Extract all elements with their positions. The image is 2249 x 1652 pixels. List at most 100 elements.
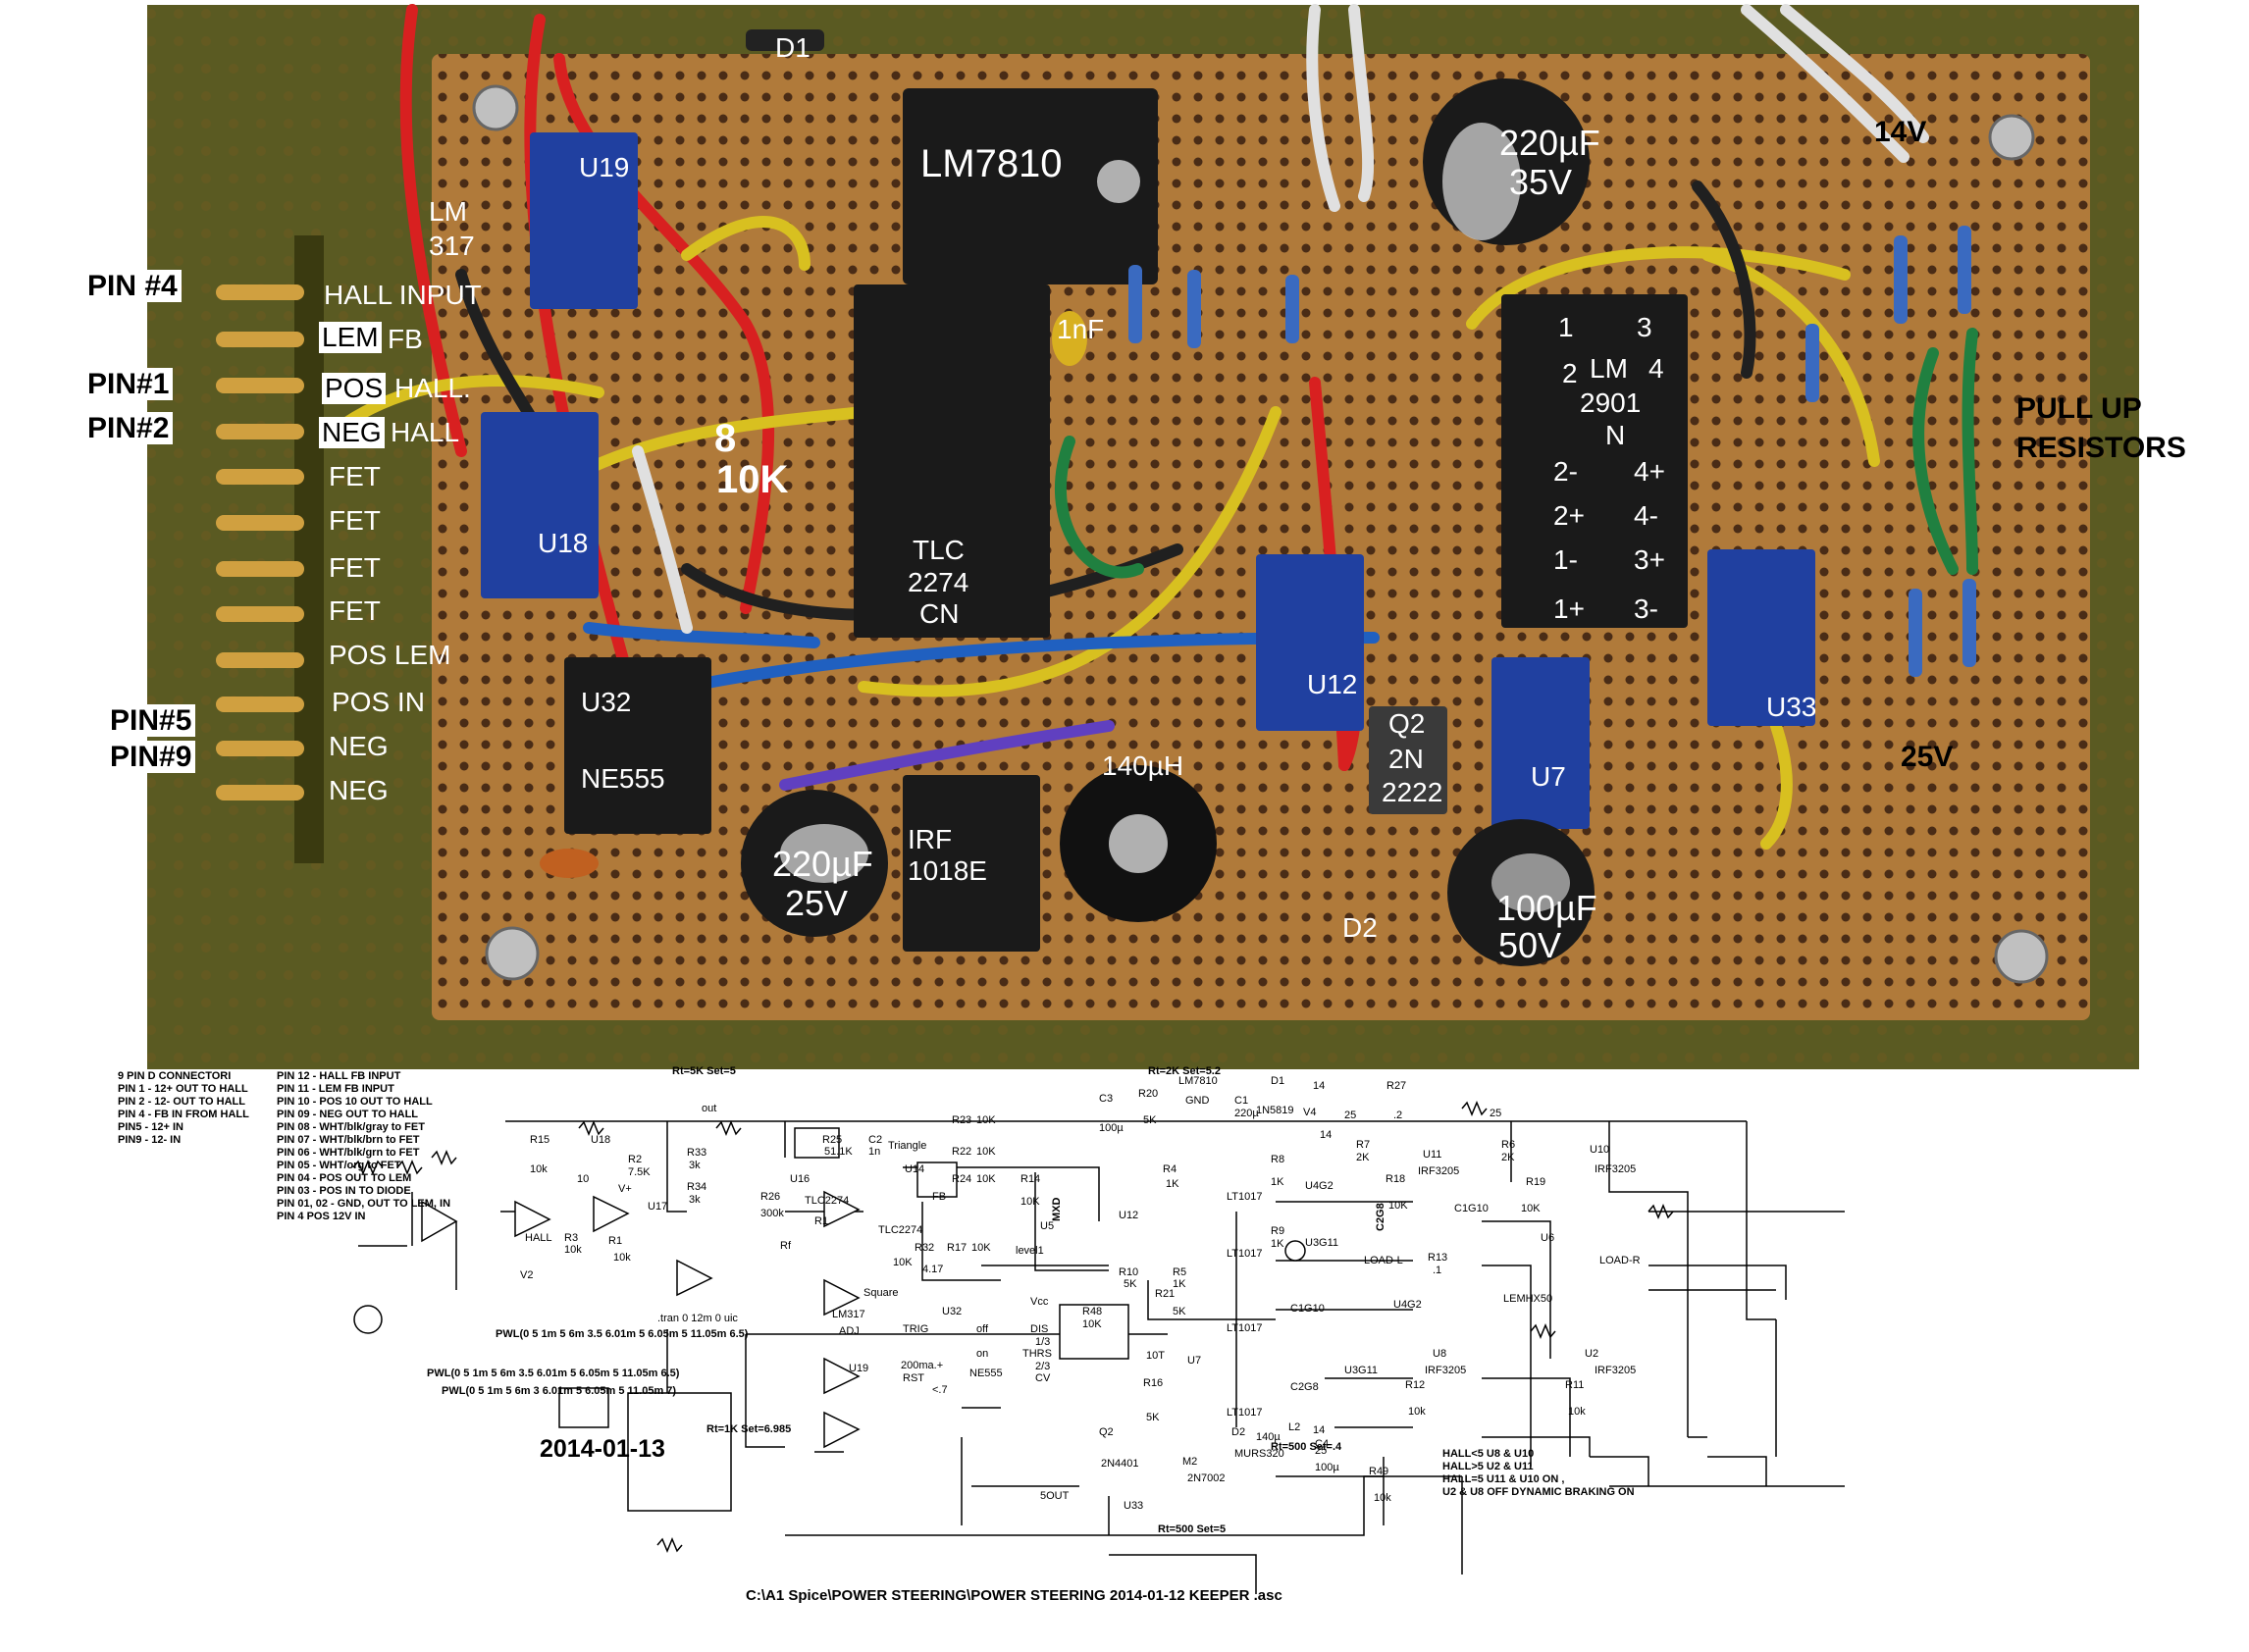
lbl-r15: R15 bbox=[530, 1134, 549, 1146]
u7-label: U7 bbox=[1531, 761, 1566, 792]
d2-label: D2 bbox=[1342, 912, 1378, 943]
rt1k-note: Rt=1K Set=6.985 bbox=[706, 1423, 791, 1435]
lbl-c2g8b: C2G8 bbox=[1290, 1381, 1319, 1393]
lbl-v4: V4 bbox=[1303, 1107, 1316, 1118]
lbl-r19v: 10K bbox=[1521, 1203, 1541, 1214]
lbl-u8: U8 bbox=[1433, 1348, 1446, 1360]
lbl-l2v: 140µ bbox=[1256, 1431, 1281, 1443]
lbl-rf: Rf bbox=[780, 1240, 792, 1252]
lbl-r9: R9 bbox=[1271, 1225, 1284, 1237]
lm2901-lm: LM bbox=[1590, 353, 1628, 384]
lbl-lt1017a: LT1017 bbox=[1227, 1191, 1263, 1203]
lbl-r25: R25 bbox=[822, 1134, 842, 1146]
lbl-trig: TRIG bbox=[903, 1323, 928, 1335]
trimmer-u18 bbox=[481, 412, 599, 598]
lbl-r13: R13 bbox=[1428, 1252, 1447, 1264]
lbl-c3v: 100µ bbox=[1099, 1122, 1124, 1134]
lbl-c1g10: C1G10 bbox=[1454, 1203, 1489, 1214]
lbl-fb: FB bbox=[932, 1191, 946, 1203]
lbl-r26v: 300k bbox=[760, 1208, 784, 1219]
pin-note-2: PIN 10 - POS 10 OUT TO HALL bbox=[277, 1096, 433, 1108]
pos-lem-label: POS LEM bbox=[329, 640, 451, 670]
trimmer-u19 bbox=[530, 132, 638, 309]
lbl-r48v: 10K bbox=[1082, 1318, 1102, 1330]
lbl-thrs: THRS bbox=[1022, 1348, 1052, 1360]
lbl-r18v: 10K bbox=[1388, 1200, 1408, 1212]
lbl-lm317: LM317 bbox=[832, 1309, 865, 1320]
lbl-m2: M2 bbox=[1182, 1456, 1197, 1468]
lbl-u12: U12 bbox=[1119, 1210, 1138, 1221]
irf-label-b: 1018E bbox=[908, 855, 987, 886]
hall-logic-0: HALL<5 U8 & U10 bbox=[1442, 1448, 1534, 1460]
tran-command: .tran 0 12m 0 uic bbox=[657, 1313, 738, 1324]
lbl-r3: R3 bbox=[564, 1232, 578, 1244]
rt2k-note: Rt=2K Set=5.2 bbox=[1148, 1065, 1221, 1077]
lm2901-1m: 1- bbox=[1553, 544, 1578, 575]
pin-note-11: PIN 4 POS 12V IN bbox=[277, 1211, 366, 1222]
q2-label: Q2 bbox=[1388, 708, 1426, 739]
lbl-c4v: 100µ bbox=[1315, 1462, 1339, 1473]
trimmer-u33 bbox=[1707, 549, 1815, 726]
u32-label: U32 bbox=[581, 687, 632, 717]
lbl-dis: DIS bbox=[1030, 1323, 1048, 1335]
lbl-r17v: 10K bbox=[971, 1242, 991, 1254]
ne555-label: NE555 bbox=[581, 763, 665, 794]
lbl-gnd: GND bbox=[1185, 1095, 1210, 1107]
lbl-c3: C3 bbox=[1099, 1093, 1113, 1105]
lbl-c2v: 1n bbox=[868, 1146, 880, 1158]
lbl-loadl: LOAD-L bbox=[1364, 1255, 1403, 1266]
lbl-1-3: 1/3 bbox=[1035, 1336, 1050, 1348]
lbl-u10: U10 bbox=[1590, 1144, 1609, 1156]
schematic-diagram: 9 PIN D CONNECTORI PIN 1 - 12+ OUT TO HA… bbox=[118, 1065, 1845, 1604]
lm2901-n: N bbox=[1605, 420, 1626, 450]
fet-label-3: FET bbox=[329, 552, 381, 583]
pwl-3: PWL(0 5 1m 5 6m 3 6.01m 5 6.05m 5 11.05m… bbox=[442, 1385, 676, 1397]
lbl-r27: R27 bbox=[1386, 1080, 1406, 1092]
lbl-cv: CV bbox=[1035, 1372, 1051, 1384]
lbl-adj: ADJ bbox=[839, 1325, 860, 1337]
pull-up-label-a: PULL UP bbox=[2016, 392, 2142, 425]
lbl-r12v: 10k bbox=[1408, 1406, 1426, 1418]
lbl-r2: R2 bbox=[628, 1154, 642, 1165]
lbl-r16: R16 bbox=[1143, 1377, 1163, 1389]
cap-100uf-label-a: 100µF bbox=[1496, 888, 1597, 928]
lbl-lt1017c: LT1017 bbox=[1227, 1322, 1263, 1334]
lbl-c1: C1 bbox=[1234, 1095, 1248, 1107]
connector-note-4: PIN5 - 12+ IN bbox=[118, 1121, 183, 1133]
lbl-r33: R33 bbox=[687, 1147, 706, 1159]
pin-note-0: PIN 12 - HALL FB INPUT bbox=[277, 1070, 401, 1082]
lbl-square: Square bbox=[863, 1287, 898, 1299]
lbl-d1v: 1N5819 bbox=[1256, 1105, 1294, 1116]
lm317-label: 317 bbox=[429, 231, 475, 261]
lbl-r22: R22 bbox=[952, 1146, 971, 1158]
lbl-r27v: .2 bbox=[1393, 1110, 1402, 1121]
irf-label-a: IRF bbox=[908, 824, 953, 854]
lbl-lt1017d: LT1017 bbox=[1227, 1407, 1263, 1419]
lbl-u19: U19 bbox=[849, 1363, 868, 1374]
lbl-on: on bbox=[976, 1348, 988, 1360]
25v-label: 25V bbox=[1901, 741, 1954, 773]
lm-label: LM bbox=[429, 196, 467, 227]
pin5-label: PIN#5 bbox=[106, 704, 196, 737]
d1-label: D1 bbox=[775, 32, 811, 63]
lbl-r2v: 7.5K bbox=[628, 1166, 651, 1178]
lbl-lt7: <.7 bbox=[932, 1384, 948, 1396]
hall-label: HALL. bbox=[394, 373, 471, 403]
lbl-r11: R11 bbox=[1565, 1379, 1584, 1391]
pos-label: POS bbox=[322, 373, 387, 404]
lbl-v417: 4.17 bbox=[922, 1264, 943, 1275]
lm7810-regulator bbox=[903, 88, 1158, 284]
lbl-r34: R34 bbox=[687, 1181, 706, 1193]
lbl-vcc: Vcc bbox=[1030, 1296, 1049, 1308]
lbl-r23v: 10K bbox=[976, 1114, 996, 1126]
tlc-label-c: CN bbox=[919, 598, 960, 629]
u33-label: U33 bbox=[1766, 692, 1817, 722]
hall-logic-2: HALL=5 U11 & U10 ON , bbox=[1442, 1473, 1564, 1485]
lbl-u3g11b: U3G11 bbox=[1344, 1365, 1378, 1376]
tlc2274-chip bbox=[854, 284, 1050, 638]
lbl-r10: R10 bbox=[1119, 1266, 1138, 1278]
8-label: 8 bbox=[714, 417, 737, 460]
lm2901-pin-3: 3 bbox=[1637, 312, 1652, 342]
lbl-r26: R26 bbox=[760, 1191, 780, 1203]
lbl-r5v: 1K bbox=[1173, 1278, 1186, 1290]
